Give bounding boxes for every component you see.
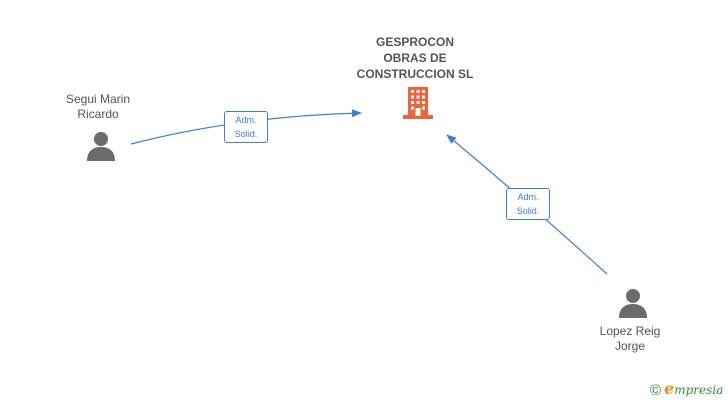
relation-label-line-1: Adm. xyxy=(517,192,539,202)
company-name-line-3: CONSTRUCCION SL xyxy=(356,67,474,81)
relation-label-lopez[interactable]: Adm. Solid. xyxy=(506,188,550,220)
person-name-line-2: Ricardo xyxy=(77,107,119,121)
building-icon[interactable] xyxy=(401,86,435,120)
person-name-line-1: Lopez Reig xyxy=(599,324,661,338)
empresia-logo[interactable]: ©empresia xyxy=(650,379,724,399)
person-name-segui-marin[interactable]: Segui Marin Ricardo xyxy=(38,92,158,122)
relation-label-line-1: Adm. xyxy=(235,115,257,125)
relation-label-line-2: Solid. xyxy=(516,206,540,216)
company-name[interactable]: GESPROCON OBRAS DE CONSTRUCCION SL xyxy=(340,34,490,82)
relation-label-line-2: Solid. xyxy=(234,129,258,139)
person-icon[interactable] xyxy=(618,288,648,318)
company-name-line-1: GESPROCON xyxy=(375,35,454,49)
brand-name-rest: mpresia xyxy=(674,383,724,397)
person-name-lopez-reig[interactable]: Lopez Reig Jorge xyxy=(570,324,690,354)
brand-initial: e xyxy=(664,379,675,398)
person-name-line-1: Segui Marin xyxy=(65,92,131,106)
relation-label-segui[interactable]: Adm. Solid. xyxy=(224,111,268,143)
copyright-symbol: © xyxy=(650,382,662,399)
company-name-line-2: OBRAS DE xyxy=(383,51,447,65)
person-name-line-2: Jorge xyxy=(614,339,646,353)
person-icon[interactable] xyxy=(86,131,116,161)
